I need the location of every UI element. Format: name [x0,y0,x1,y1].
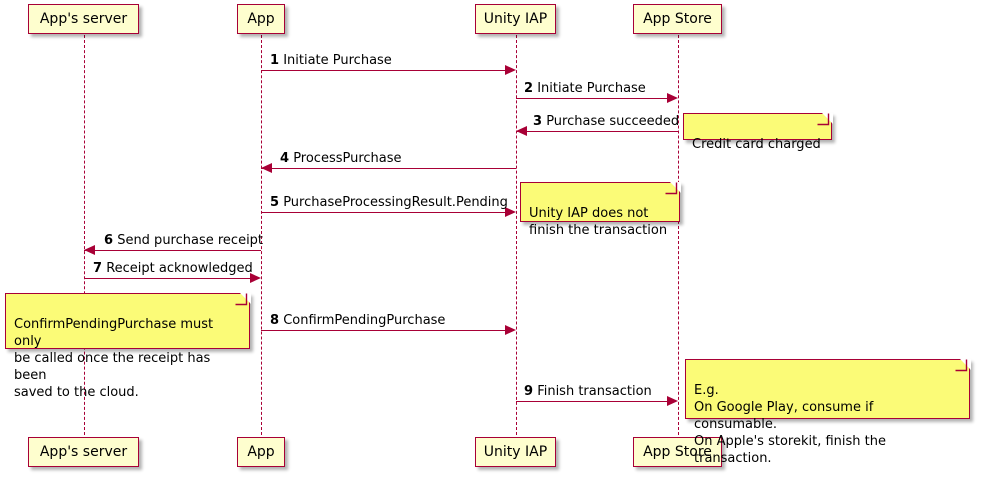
note-text: ConfirmPendingPurchase must only be call… [14,317,214,400]
note-text: Credit card charged [692,137,821,152]
lifeline-unity-iap [515,35,517,435]
message-arrowhead-2 [667,93,678,103]
message-seq-3: 3 [533,114,543,129]
message-arrowhead-5 [505,207,516,217]
message-seq-7: 7 [93,261,103,276]
note-fold-corner [959,358,971,370]
note-confirm-pending-purchase: ConfirmPendingPurchase must only be call… [5,292,251,400]
message-label-5: 5 PurchaseProcessingResult.Pending [270,196,508,209]
participant-label: Unity IAP [483,11,548,27]
message-text-3: Purchase succeeded [546,114,680,129]
message-label-3: 3 Purchase succeeded [533,115,679,128]
message-text-1: Initiate Purchase [283,53,392,68]
message-line-9 [516,401,668,402]
lifeline-app-store [677,35,679,435]
lifeline-app [260,35,262,435]
participant-unity-iap-bottom[interactable]: Unity IAP [475,437,556,467]
note-fold-corner [669,181,681,193]
participant-app-store-bottom[interactable]: App Store [633,437,722,467]
message-text-5: PurchaseProcessingResult.Pending [283,195,508,210]
message-text-2: Initiate Purchase [537,81,646,96]
participant-app-top[interactable]: App [237,4,285,34]
message-text-9: Finish transaction [537,384,652,399]
message-line-6 [84,250,261,251]
message-arrowhead-7 [250,273,261,283]
message-text-6: Send purchase receipt [117,233,264,248]
message-arrowhead-4 [261,163,272,173]
message-label-2: 2 Initiate Purchase [524,82,646,95]
message-seq-6: 6 [104,233,114,248]
message-arrowhead-1 [505,65,516,75]
participant-label: App's server [39,444,128,460]
message-arrowhead-9 [667,396,678,406]
message-line-4 [261,168,516,169]
participant-unity-iap-top[interactable]: Unity IAP [475,4,556,34]
message-line-3 [516,131,678,132]
message-line-8 [261,330,506,331]
message-label-4: 4 ProcessPurchase [280,152,402,165]
message-seq-5: 5 [270,195,280,210]
message-seq-4: 4 [280,151,290,166]
note-fold-corner [821,112,833,124]
message-line-1 [261,70,506,71]
message-seq-1: 1 [270,53,280,68]
message-line-2 [516,98,668,99]
note-text: E.g. On Google Play, consume if consumab… [694,383,886,466]
message-label-9: 9 Finish transaction [524,385,652,398]
note-unity-iap-pending: Unity IAP does not finish the transactio… [520,181,681,238]
participant-app-store-top[interactable]: App Store [633,4,722,34]
participant-label: Unity IAP [483,444,548,460]
message-seq-2: 2 [524,81,534,96]
message-label-8: 8 ConfirmPendingPurchase [270,314,445,327]
message-text-4: ProcessPurchase [293,151,402,166]
note-finish-transaction-example: E.g. On Google Play, consume if consumab… [685,358,971,466]
message-arrowhead-3 [516,126,527,136]
participant-app-bottom[interactable]: App [237,437,285,467]
message-seq-8: 8 [270,313,280,328]
message-label-1: 1 Initiate Purchase [270,54,392,67]
message-arrowhead-6 [84,245,95,255]
message-line-7 [84,278,251,279]
message-label-7: 7 Receipt acknowledged [93,262,253,275]
participant-label: App [247,444,275,460]
participant-label: App Store [643,11,712,27]
message-line-5 [261,212,506,213]
message-text-8: ConfirmPendingPurchase [283,313,446,328]
message-label-6: 6 Send purchase receipt [104,234,263,247]
message-arrowhead-8 [505,325,516,335]
participant-label: App [247,11,275,27]
message-seq-9: 9 [524,384,534,399]
participant-label: App's server [39,11,128,27]
participant-app-server-top[interactable]: App's server [28,4,139,34]
note-credit-card-charged: Credit card charged [683,112,833,152]
note-text: Unity IAP does not finish the transactio… [529,206,668,238]
lifeline-app-server [83,35,85,435]
participant-app-server-bottom[interactable]: App's server [28,437,139,467]
participant-label: App Store [643,444,712,460]
note-fold-corner [239,292,251,304]
message-text-7: Receipt acknowledged [106,261,253,276]
